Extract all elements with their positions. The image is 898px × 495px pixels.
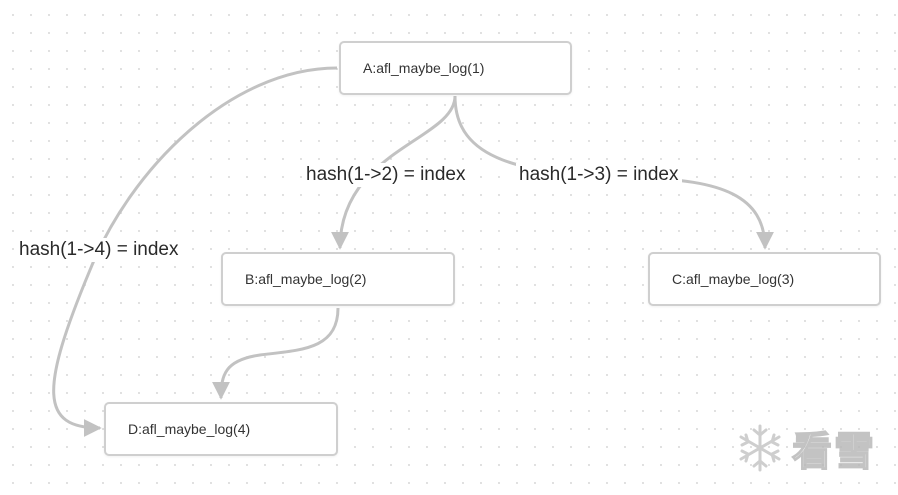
edge-label-a-to-b: hash(1->2) = index bbox=[303, 163, 469, 187]
node-b[interactable]: B:afl_maybe_log(2) bbox=[221, 252, 455, 306]
edge-label-a-to-d: hash(1->4) = index bbox=[16, 238, 182, 262]
watermark-text: 看雪 bbox=[791, 428, 876, 476]
node-d-label: D:afl_maybe_log(4) bbox=[128, 421, 251, 437]
node-a[interactable]: A:afl_maybe_log(1) bbox=[339, 41, 572, 95]
node-d[interactable]: D:afl_maybe_log(4) bbox=[104, 402, 338, 456]
edge-a-to-b bbox=[331, 95, 457, 250]
node-c[interactable]: C:afl_maybe_log(3) bbox=[648, 252, 881, 306]
watermark: 看雪 bbox=[732, 419, 876, 477]
edge-label-a-to-c: hash(1->3) = index bbox=[516, 163, 682, 187]
node-a-label: A:afl_maybe_log(1) bbox=[363, 60, 485, 76]
node-b-label: B:afl_maybe_log(2) bbox=[245, 271, 367, 287]
snowflake-icon bbox=[739, 424, 781, 472]
edge-b-to-d bbox=[212, 307, 340, 400]
node-c-label: C:afl_maybe_log(3) bbox=[672, 271, 795, 287]
